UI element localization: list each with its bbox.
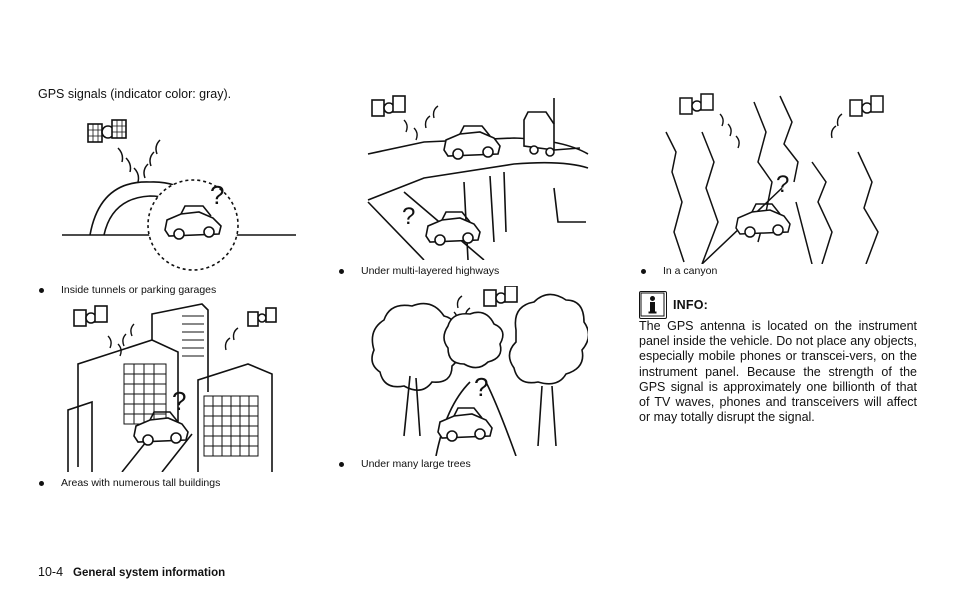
satellite-icon xyxy=(849,95,884,117)
car-icon xyxy=(164,205,222,240)
bullet xyxy=(339,268,344,274)
caption-tunnels: Inside tunnels or parking garages xyxy=(39,284,216,296)
info-title: INFO: xyxy=(673,298,709,312)
bullet xyxy=(39,480,44,486)
signal-waves xyxy=(117,139,161,183)
section-title: General system information xyxy=(73,567,226,579)
question-mark: ? xyxy=(172,386,186,416)
satellite-icon xyxy=(247,307,277,327)
question-mark: ? xyxy=(776,171,789,198)
car-icon xyxy=(443,125,501,160)
satellite-icon xyxy=(371,95,406,117)
car-icon xyxy=(735,203,791,238)
intro-text: GPS signals (indicator color: gray). xyxy=(38,87,232,101)
info-icon xyxy=(639,291,667,319)
satellite-icon xyxy=(483,286,518,307)
satellite-icon xyxy=(73,305,108,327)
question-mark: ? xyxy=(402,203,415,230)
bullet xyxy=(39,287,44,293)
satellite-icon xyxy=(87,119,127,143)
buildings-illustration: ? xyxy=(62,302,280,472)
satellite-icon xyxy=(679,93,714,115)
car-icon xyxy=(437,407,493,442)
highway-illustration: ? xyxy=(364,92,590,260)
page-number: 10-4 xyxy=(38,565,64,579)
canyon-illustration: ? xyxy=(662,92,902,264)
caption-buildings: Areas with numerous tall buildings xyxy=(39,477,220,489)
tree-icon xyxy=(443,311,504,369)
car-icon xyxy=(425,211,481,246)
info-body: The GPS antenna is located on the instru… xyxy=(639,319,917,425)
question-mark: ? xyxy=(210,180,224,210)
truck-icon xyxy=(523,98,581,157)
trees-illustration: ? xyxy=(366,286,588,456)
caption-canyon: In a canyon xyxy=(641,265,717,277)
car-icon xyxy=(133,411,189,446)
caption-trees: Under many large trees xyxy=(339,458,471,470)
tree-icon xyxy=(508,293,588,447)
question-mark: ? xyxy=(474,372,488,402)
tunnel-illustration: ? xyxy=(60,110,300,275)
bullet xyxy=(339,461,344,467)
info-heading: INFO: xyxy=(639,291,708,319)
page-footer: 10-4 General system information xyxy=(38,565,225,579)
tree-icon xyxy=(371,302,461,437)
bullet xyxy=(641,268,646,274)
caption-highways: Under multi-layered highways xyxy=(339,265,499,277)
